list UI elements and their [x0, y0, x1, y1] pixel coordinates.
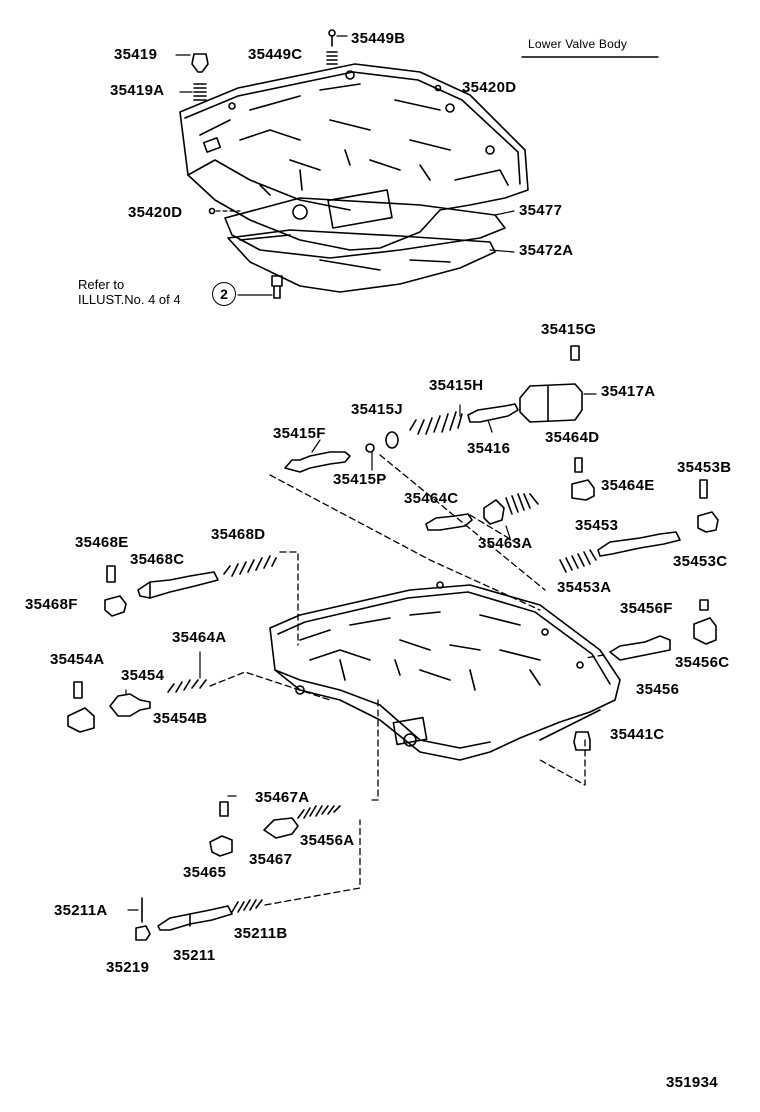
part-label-35415F: 35415F — [273, 425, 326, 442]
part-label-35441C: 35441C — [610, 726, 665, 743]
reference-circle-badge: 2 — [212, 282, 236, 306]
part-label-35464C: 35464C — [404, 490, 459, 507]
part-label-35453B: 35453B — [677, 459, 732, 476]
part-label-35415G: 35415G — [541, 321, 597, 338]
part-label-35416: 35416 — [467, 440, 511, 457]
part-label-35453A: 35453A — [557, 579, 612, 596]
part-label-35449B: 35449B — [351, 30, 406, 47]
separator-plate — [224, 197, 515, 259]
part-label-35415P: 35415P — [333, 471, 387, 488]
part-label-35464A: 35464A — [172, 629, 227, 646]
part-label-35454A: 35454A — [50, 651, 105, 668]
part-label-35477: 35477 — [519, 202, 563, 219]
reference-note-line2: ILLUST.No. 4 of 4 — [78, 292, 181, 307]
gasket — [227, 229, 515, 293]
part-label-35211: 35211 — [173, 947, 216, 964]
part-label-35456F: 35456F — [620, 600, 673, 617]
part-label-35463A: 35463A — [478, 535, 533, 552]
part-label-35419A: 35419A — [110, 82, 165, 99]
valve-components — [67, 345, 719, 941]
part-label-35472A: 35472A — [519, 242, 574, 259]
part-label-35464E: 35464E — [601, 477, 655, 494]
part-label-35420D-left: 35420D — [128, 204, 183, 221]
part-label-35467A: 35467A — [255, 789, 310, 806]
part-label-35456A: 35456A — [300, 832, 355, 849]
part-label-35468D: 35468D — [211, 526, 266, 543]
part-label-35456C: 35456C — [675, 654, 730, 671]
part-label-35468C: 35468C — [130, 551, 185, 568]
reference-note-line1: Refer to — [78, 277, 125, 292]
illustration-number: 351934 — [666, 1074, 718, 1091]
part-label-35464D: 35464D — [545, 429, 600, 446]
part-label-35211B: 35211B — [234, 925, 288, 942]
part-label-35456: 35456 — [636, 681, 680, 698]
part-label-35211A: 35211A — [54, 902, 108, 919]
part-label-35417A: 35417A — [601, 383, 656, 400]
diagram-title: Lower Valve Body — [528, 37, 628, 51]
part-label-35454: 35454 — [121, 667, 165, 684]
part-label-35453: 35453 — [575, 517, 619, 534]
upper-small-parts — [175, 29, 442, 299]
part-label-35219: 35219 — [106, 959, 150, 976]
part-label-35419: 35419 — [114, 46, 158, 63]
part-label-35420D-top: 35420D — [462, 79, 517, 96]
assembly-leader-lines — [209, 454, 605, 906]
part-label-35465: 35465 — [183, 864, 227, 881]
part-label-35468F: 35468F — [25, 596, 78, 613]
part-label-35454B: 35454B — [153, 710, 208, 727]
part-label-35467: 35467 — [249, 851, 293, 868]
lower-valve-body — [269, 581, 621, 761]
part-label-35449C: 35449C — [248, 46, 303, 63]
part-label-35415J: 35415J — [351, 401, 403, 418]
part-label-35468E: 35468E — [75, 534, 129, 551]
part-label-35453C: 35453C — [673, 553, 728, 570]
part-label-35415H: 35415H — [429, 377, 484, 394]
